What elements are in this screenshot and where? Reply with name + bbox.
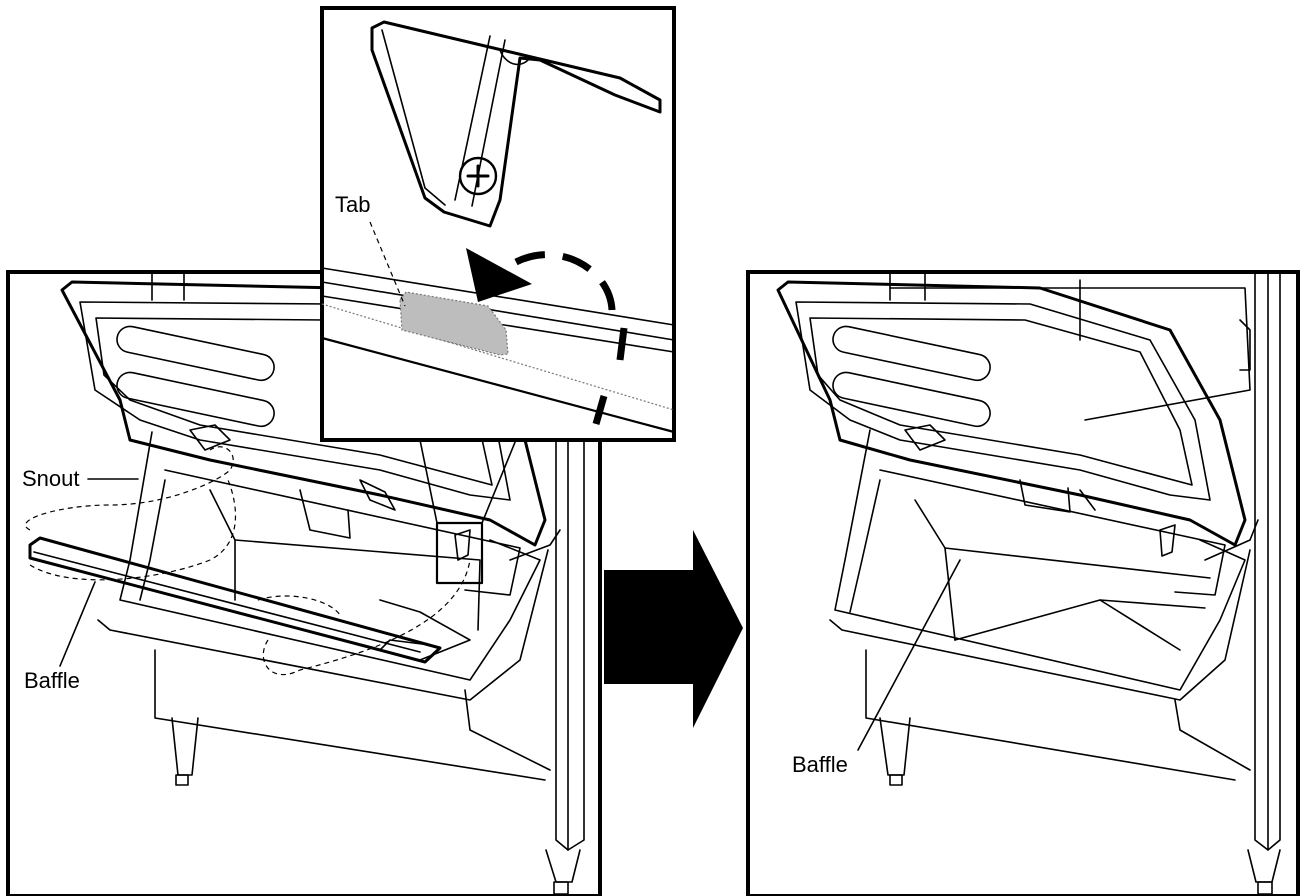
snout-label: Snout bbox=[22, 466, 80, 491]
detail-inset: Tab bbox=[320, 6, 676, 442]
baffle-right-callout: Baffle bbox=[792, 559, 961, 777]
detail-inset-frame bbox=[320, 6, 676, 442]
right-panel-frame bbox=[746, 270, 1300, 896]
right-panel: Baffle bbox=[746, 270, 1300, 896]
baffle-left-callout: Baffle bbox=[24, 581, 96, 693]
tab-callout: Tab bbox=[335, 192, 406, 307]
rotation-arrow bbox=[466, 248, 628, 425]
right-door bbox=[776, 280, 1247, 557]
left-motion-paths bbox=[24, 446, 471, 676]
left-snout bbox=[97, 431, 561, 771]
tab-callout-box bbox=[419, 429, 521, 585]
baffle-right-label: Baffle bbox=[792, 752, 848, 777]
baffle-left-label: Baffle bbox=[24, 668, 80, 693]
snout-callout: Snout bbox=[22, 466, 139, 491]
right-snout bbox=[829, 429, 1259, 771]
left-baffle-part bbox=[28, 536, 442, 664]
tab-highlight bbox=[399, 291, 509, 356]
inset-bracket bbox=[370, 20, 662, 228]
transition-arrow bbox=[604, 530, 743, 728]
tab-label: Tab bbox=[335, 192, 370, 217]
